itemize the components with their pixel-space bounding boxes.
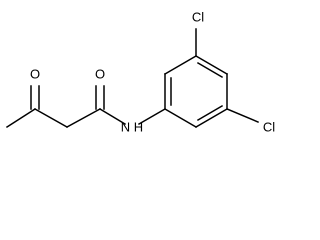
bond-c2-c3 bbox=[33, 107, 69, 129]
bond-ring-cl2 bbox=[226, 108, 259, 123]
ketone-oxygen-label: O bbox=[30, 66, 40, 81]
ring-bond-6 bbox=[163, 107, 198, 129]
structure-diagram: O O N H Cl Cl bbox=[5, 9, 275, 134]
ring-bond-5 bbox=[194, 107, 229, 129]
ring-bond-5-inner bbox=[196, 104, 224, 122]
amide-oxygen-label: O bbox=[95, 66, 105, 81]
bond-methyl-c2 bbox=[5, 107, 37, 129]
chlorine-top-label: Cl bbox=[192, 9, 204, 24]
bond-c3-c4 bbox=[65, 107, 102, 129]
chlorine-bottom-label: Cl bbox=[263, 119, 275, 134]
bond-nh-ring bbox=[137, 107, 167, 126]
ring-bond-3-inner bbox=[196, 61, 224, 79]
ring-bond-2 bbox=[163, 54, 198, 76]
bond-c4-nh bbox=[98, 107, 127, 126]
amine-nh-label: N H bbox=[121, 119, 143, 134]
molecule-drawing: O O N H Cl Cl bbox=[5, 9, 275, 134]
ring-bond-3 bbox=[194, 54, 229, 76]
